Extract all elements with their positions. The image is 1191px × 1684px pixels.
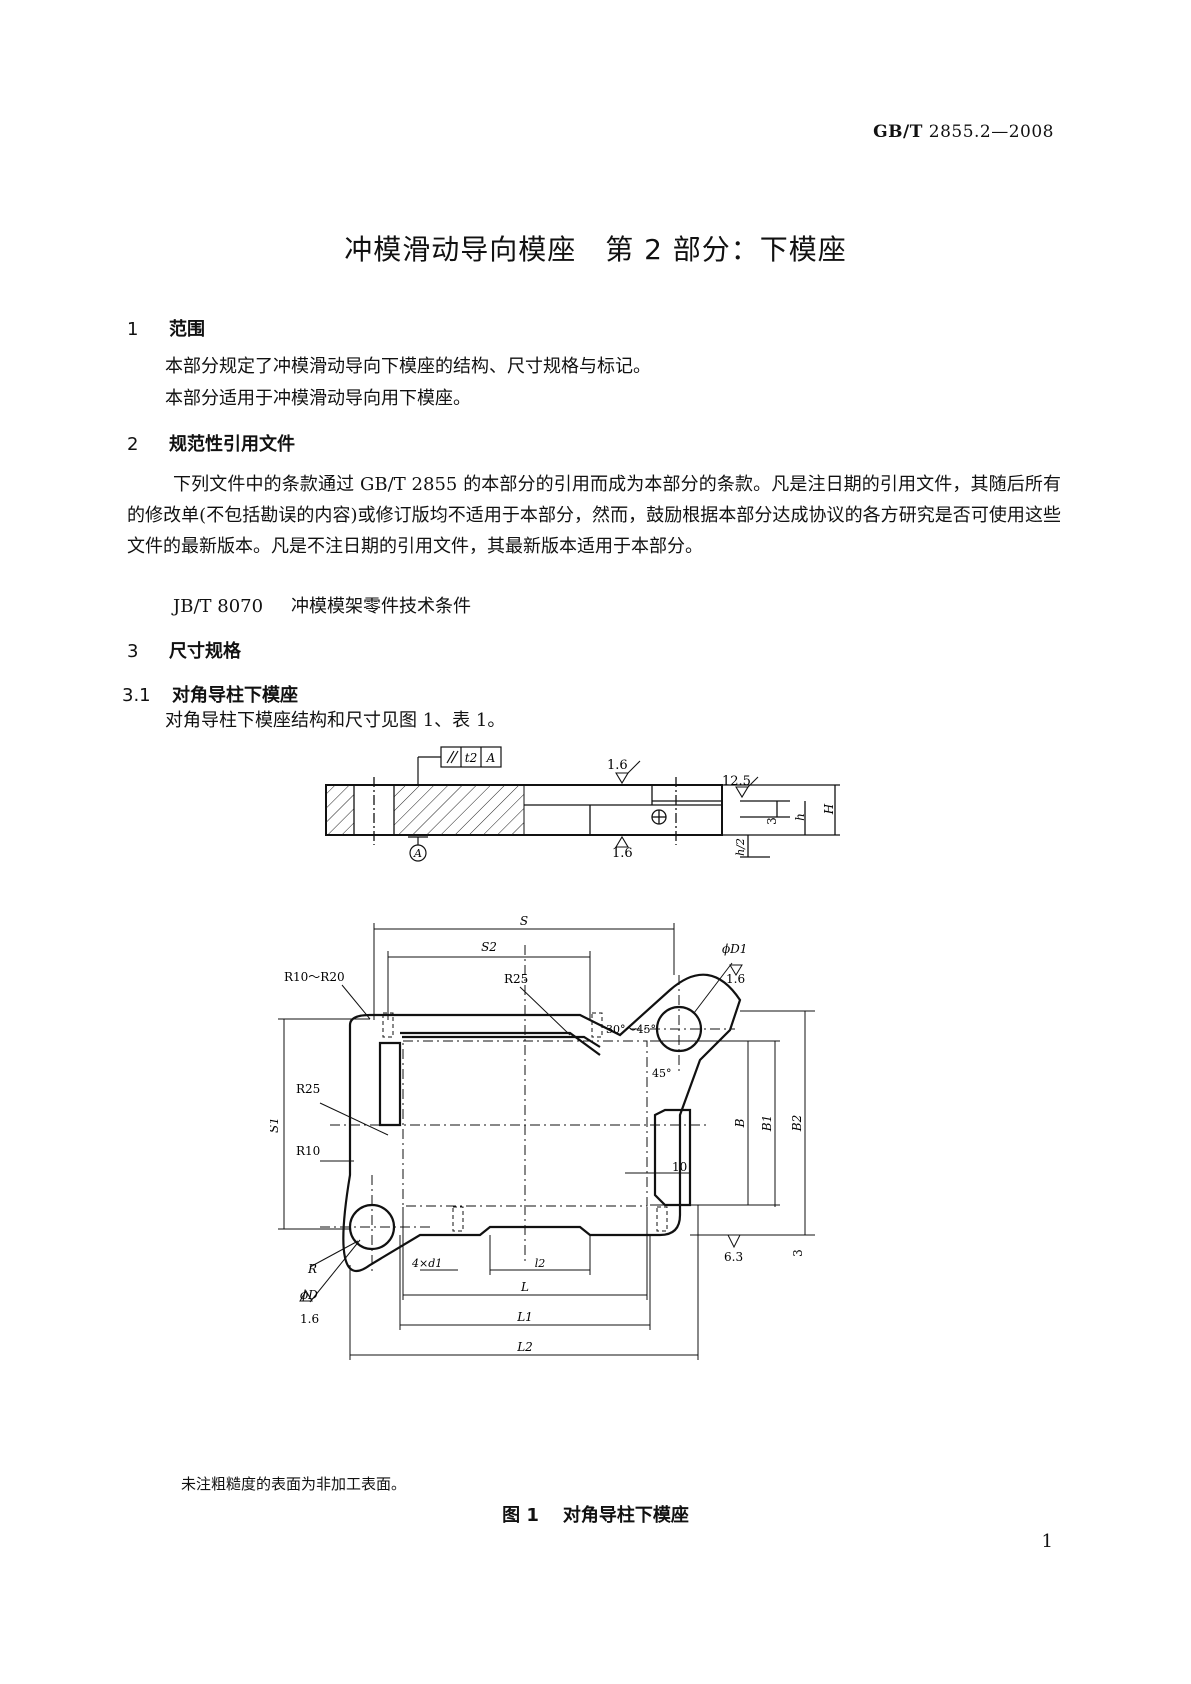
section-3-1-number: 3.1 bbox=[122, 685, 151, 706]
label-R10-R20: R10～R20 bbox=[284, 970, 345, 984]
roughness-phid bbox=[299, 1290, 313, 1302]
label-S: S bbox=[520, 915, 528, 928]
section-1-number: 1 bbox=[127, 319, 139, 340]
label-h: h bbox=[793, 813, 807, 821]
label-datum-a-circle: A bbox=[413, 847, 422, 860]
label-phiD: ϕD bbox=[300, 1288, 318, 1302]
page-number: 1 bbox=[1041, 1531, 1053, 1552]
label-L2: L2 bbox=[516, 1340, 533, 1354]
label-phiD1: ϕD1 bbox=[722, 942, 747, 956]
label-B1: B1 bbox=[760, 1115, 774, 1132]
label-roughness-b: 1.6 bbox=[300, 1312, 319, 1326]
hatch-middle bbox=[393, 784, 525, 836]
standard-code: GB/T 2855.2—2008 bbox=[873, 122, 1054, 142]
section-2-para-1: 下列文件中的条款通过 GB/T 2855 的本部分的引用而成为本部分的条款。凡是… bbox=[127, 474, 1061, 557]
section-3-1-heading: 3.1 对角导柱下模座 bbox=[122, 681, 298, 707]
section-3-heading: 3 尺寸规格 bbox=[127, 637, 241, 663]
section-1-heading: 1 范围 bbox=[127, 315, 205, 341]
label-roughness-1: 1.6 bbox=[607, 758, 628, 773]
section-1-para-1: 本部分规定了冲模滑动导向下模座的结构、尺寸规格与标记。 bbox=[165, 356, 651, 377]
label-R25-top: R25 bbox=[504, 972, 528, 986]
label-roughness-c: 6.3 bbox=[724, 1250, 743, 1264]
section-3-title: 尺寸规格 bbox=[169, 641, 241, 662]
section-3-1-title: 对角导柱下模座 bbox=[172, 685, 298, 706]
standard-prefix: GB/T bbox=[873, 122, 923, 142]
figure-caption: 图 1 对角导柱下模座 bbox=[0, 1501, 1191, 1527]
roughness-edge bbox=[727, 1234, 741, 1249]
label-10: 10 bbox=[672, 1160, 687, 1174]
section-1-title: 范围 bbox=[169, 319, 205, 340]
dimension-lines bbox=[278, 923, 815, 1360]
section-2-heading: 2 规范性引用文件 bbox=[127, 430, 295, 456]
label-H: H bbox=[822, 803, 836, 815]
section-2-number: 2 bbox=[127, 434, 139, 455]
label-4xd1: 4×d1 bbox=[411, 1257, 442, 1270]
label-3: 3 bbox=[791, 1249, 805, 1257]
label-S2: S2 bbox=[481, 940, 497, 954]
reference-entry: JB/T 8070 冲模模架零件技术条件 bbox=[173, 592, 471, 618]
label-l2: l2 bbox=[535, 1257, 546, 1270]
label-roughness-a: 1.6 bbox=[726, 972, 745, 986]
section-2-title: 规范性引用文件 bbox=[169, 434, 295, 455]
label-roughness-3: 12.5 bbox=[722, 774, 751, 789]
datum-a-symbol bbox=[408, 836, 428, 862]
roughness-phid1 bbox=[729, 964, 743, 976]
label-L: L bbox=[520, 1280, 529, 1294]
label-R10: R10 bbox=[296, 1144, 320, 1158]
section-1-para-2: 本部分适用于冲模滑动导向用下模座。 bbox=[165, 388, 471, 409]
document-title: 冲模滑动导向模座 第 2 部分：下模座 bbox=[344, 233, 847, 266]
label-angle-30-45: 30°～45° bbox=[606, 1023, 656, 1036]
label-B: B bbox=[733, 1118, 747, 1128]
plan-view: S S2 R10～R20 R25 R25 R10 R ϕD1 ϕD 1.6 1.… bbox=[270, 915, 815, 1360]
section-3-number: 3 bbox=[127, 641, 139, 662]
label-B2: B2 bbox=[790, 1115, 804, 1132]
reference-code: JB/T 8070 bbox=[173, 596, 264, 617]
roughness-symbols bbox=[615, 760, 759, 848]
label-R25-left: R25 bbox=[296, 1082, 320, 1096]
side-section-view: t2 A A 1.6 1.6 12.5 3 h H h/2 bbox=[325, 746, 840, 862]
label-datum-a: A bbox=[486, 751, 496, 765]
plan-outline bbox=[342, 973, 742, 1272]
side-view-details bbox=[353, 777, 840, 858]
hidden-holes bbox=[382, 1012, 668, 1232]
section-3-1-para-1: 对角导柱下模座结构和尺寸见图 1、表 1。 bbox=[165, 710, 506, 731]
label-S1: S1 bbox=[270, 1117, 281, 1133]
figure-caption-label: 图 1 bbox=[502, 1505, 539, 1526]
label-angle-45: 45° bbox=[652, 1067, 672, 1080]
label-roughness-2: 1.6 bbox=[612, 846, 633, 861]
figure-caption-title: 对角导柱下模座 bbox=[562, 1505, 689, 1526]
center-lines bbox=[320, 945, 735, 1275]
label-h2: h/2 bbox=[734, 838, 747, 856]
hatch-left bbox=[325, 784, 355, 836]
label-three: 3 bbox=[765, 817, 779, 825]
standard-number: 2855.2—2008 bbox=[928, 122, 1054, 142]
label-R: R bbox=[307, 1262, 317, 1276]
reference-title: 冲模模架零件技术条件 bbox=[291, 596, 471, 617]
tolerance-frame bbox=[417, 746, 502, 785]
label-L1: L1 bbox=[516, 1310, 533, 1324]
figure-note: 未注粗糙度的表面为非加工表面。 bbox=[181, 1475, 407, 1493]
label-t2: t2 bbox=[465, 751, 477, 765]
